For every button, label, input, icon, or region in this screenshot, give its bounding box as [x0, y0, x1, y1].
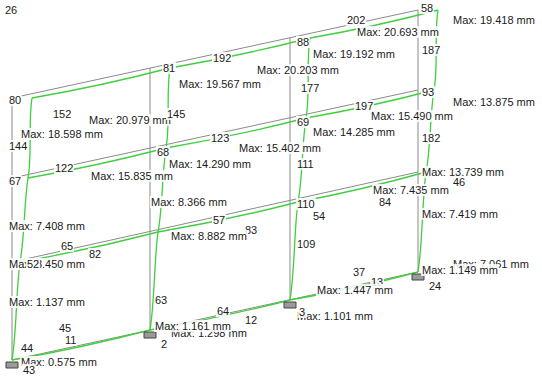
- deflection-value: Max: 20.203 mm: [256, 64, 340, 76]
- element-number: 111: [296, 158, 315, 170]
- deflection-value: Max: 1.447 mm: [316, 284, 394, 296]
- element-number: 64: [216, 305, 230, 317]
- element-number: 57: [212, 214, 226, 226]
- deflection-value: Max: 8.882 mm: [170, 230, 248, 242]
- element-number: 24: [428, 280, 442, 292]
- element-number: 63: [154, 294, 168, 306]
- beam-line: [12, 90, 418, 178]
- deflection-value: Max: 7.435 mm: [372, 184, 450, 196]
- deflection-value: Max: 1.149 mm: [421, 264, 499, 276]
- element-number: 45: [58, 322, 72, 334]
- element-number: 54: [312, 210, 326, 222]
- deformed-beam: [20, 172, 426, 262]
- element-number: 68: [156, 146, 170, 158]
- deflection-value: Max: 14.290 mm: [168, 158, 252, 170]
- element-number: 82: [88, 248, 102, 260]
- element-number: 144: [8, 140, 28, 152]
- deflection-value: Max: 13.875 mm: [452, 96, 536, 108]
- deformed-beam: [12, 272, 418, 360]
- column-line: [418, 10, 419, 272]
- element-number: 182: [421, 132, 441, 144]
- element-number: 110: [296, 198, 316, 210]
- element-number: 187: [421, 44, 441, 56]
- element-number: 3: [298, 306, 306, 318]
- element-number: 80: [8, 94, 22, 106]
- element-number: 109: [296, 238, 316, 250]
- element-number: 12: [244, 314, 258, 326]
- deflection-value: Max: 19.567 mm: [178, 78, 262, 90]
- element-number: 26: [4, 4, 18, 16]
- deflection-value: Max: 7.408 mm: [8, 220, 86, 232]
- deflection-value: Max: 19.192 mm: [312, 48, 396, 60]
- element-number: 122: [54, 162, 74, 174]
- support-symbol: [284, 302, 296, 308]
- element-number: 65: [60, 240, 74, 252]
- deflection-value: Max: 15.835 mm: [90, 170, 174, 182]
- element-number: 192: [212, 52, 232, 64]
- deflection-value: Max: 8.450 mm: [8, 258, 86, 270]
- beam-line: [12, 10, 418, 98]
- deflection-value: Max: 19.418 mm: [452, 14, 536, 26]
- element-number: 177: [300, 82, 320, 94]
- deflection-value: Max: 8.366 mm: [150, 196, 228, 208]
- element-number: 11: [64, 334, 77, 346]
- element-number: 84: [378, 196, 392, 208]
- element-number: 43: [22, 364, 36, 376]
- deflection-value: Max: 20.693 mm: [356, 26, 440, 38]
- element-number: 2: [160, 338, 168, 350]
- support-symbol: [144, 332, 156, 338]
- deflection-value: Max: 15.402 mm: [238, 142, 322, 154]
- deformed-beam: [32, 10, 438, 98]
- element-number: 145: [166, 108, 186, 120]
- element-number: 58: [420, 2, 434, 14]
- element-number: 69: [296, 116, 310, 128]
- element-number: 46: [452, 176, 466, 188]
- element-number: 123: [210, 132, 230, 144]
- deflection-value: Max: 18.598 mm: [20, 128, 104, 140]
- element-number: 67: [8, 175, 22, 187]
- column-line: [290, 38, 291, 300]
- deflection-value: Max: 1.161 mm: [154, 320, 232, 332]
- element-number: 37: [352, 266, 366, 278]
- deflection-value: Max: 20.979 mm: [88, 114, 172, 126]
- element-number: 152: [52, 108, 72, 120]
- element-number: 52: [26, 258, 40, 270]
- deflection-value: Max: 1.101 mm: [296, 310, 374, 322]
- element-number: 81: [162, 62, 176, 74]
- element-number: 202: [346, 14, 366, 26]
- deflection-value: Max: 14.285 mm: [312, 126, 396, 138]
- beam-line: [12, 272, 418, 360]
- support-symbol: [6, 362, 18, 368]
- deflection-value: Max: 15.490 mm: [370, 110, 454, 122]
- deflection-value: Max: 7.419 mm: [421, 208, 499, 220]
- beam-line: [12, 172, 418, 262]
- element-number: 93: [421, 86, 435, 98]
- element-number: 44: [20, 342, 34, 354]
- deflection-value: Max: 1.137 mm: [8, 296, 86, 308]
- element-number: 88: [296, 36, 310, 48]
